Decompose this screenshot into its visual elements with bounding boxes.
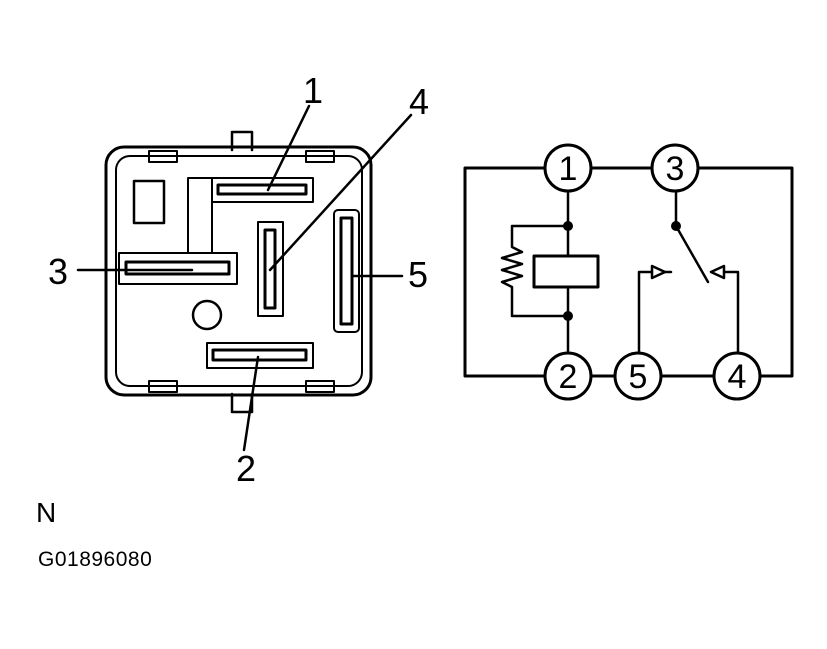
terminal-2 — [206, 342, 314, 369]
terminal-3 — [118, 252, 238, 285]
terminal-node-2 — [543, 351, 593, 401]
relay-schematic — [463, 143, 794, 401]
pin-label-5: 5 — [408, 254, 428, 295]
connector-face — [76, 104, 413, 452]
terminal-node-4 — [712, 351, 762, 401]
terminal-5 — [333, 209, 360, 333]
pin-label-1: 1 — [303, 70, 323, 111]
wire-contact-5 — [637, 270, 654, 355]
contact-5 — [650, 264, 667, 280]
pin-label-2: 2 — [236, 448, 256, 489]
locating-hole — [191, 299, 223, 331]
top-latch — [230, 130, 254, 152]
terminal-label-4: 4 — [728, 358, 747, 396]
key-slot — [132, 179, 166, 225]
housing-tab — [305, 150, 335, 163]
terminal-node-3 — [650, 143, 700, 193]
relay-coil — [532, 254, 600, 289]
wire-top-right — [696, 166, 794, 378]
contact-4 — [709, 264, 726, 280]
wire-top-left — [463, 166, 548, 378]
terminal-node-1 — [543, 143, 593, 193]
terminal-4 — [257, 221, 284, 317]
housing-tab — [305, 380, 335, 393]
terminal-node-5 — [613, 351, 663, 401]
terminal-label-1: 1 — [559, 150, 578, 188]
view-letter: N — [36, 497, 57, 528]
terminal-label-2: 2 — [559, 358, 578, 396]
leader-line-1 — [266, 104, 311, 192]
leader-line-4 — [268, 113, 413, 272]
pin-label-4: 4 — [409, 81, 429, 122]
figure-code: G01896080 — [38, 548, 153, 571]
terminal-label-3: 3 — [666, 150, 685, 188]
pin-label-3: 3 — [48, 251, 68, 292]
wire-contact-4 — [722, 270, 740, 355]
terminal-1 — [211, 177, 314, 203]
resistor — [500, 224, 570, 318]
housing-rib — [187, 177, 219, 253]
switch-arm — [674, 224, 710, 284]
housing-tab — [148, 380, 178, 393]
terminal-label-5: 5 — [629, 358, 648, 396]
housing-tab — [148, 150, 178, 163]
leader-line-2 — [242, 355, 260, 452]
